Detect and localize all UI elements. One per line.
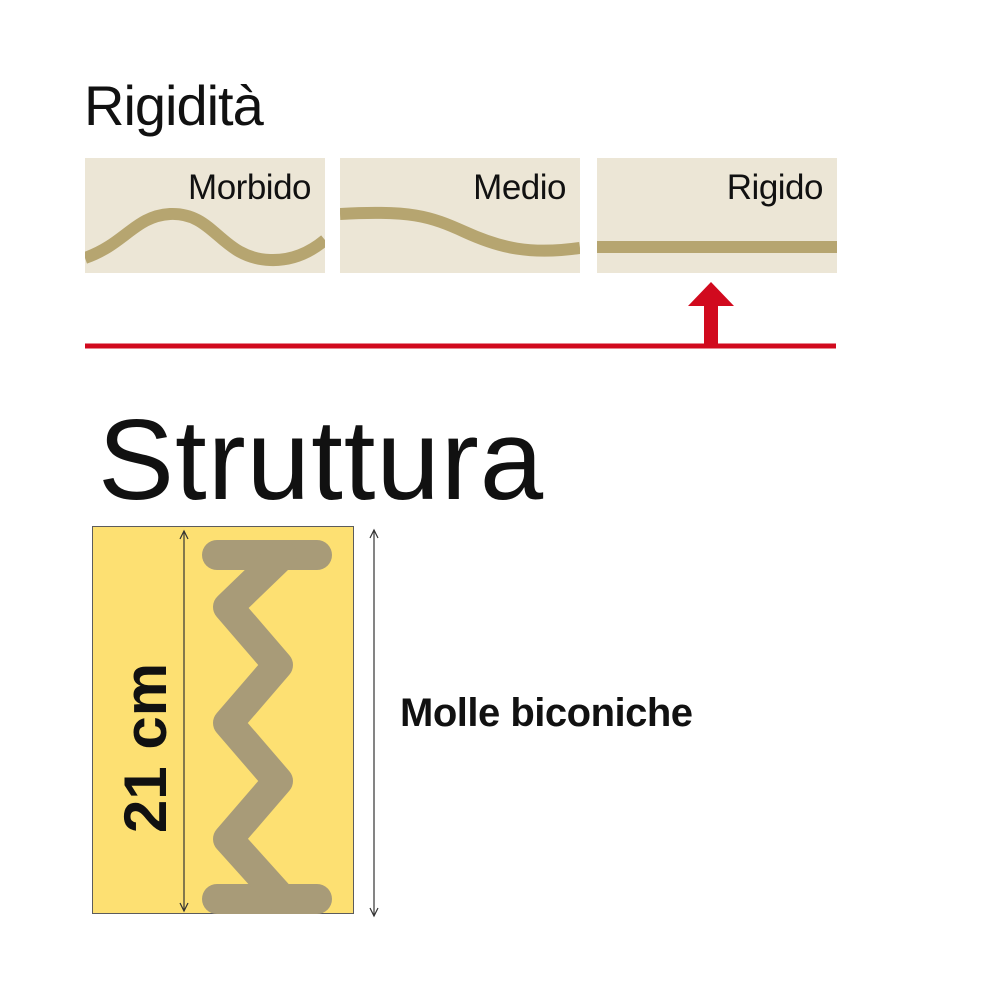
soft-curve xyxy=(85,207,325,267)
rigidity-panel-soft: Morbido xyxy=(85,158,325,273)
mattress-height-label: 21 cm xyxy=(112,662,179,834)
rigidity-scale xyxy=(85,282,836,349)
firm-line xyxy=(597,241,837,253)
medium-curve xyxy=(340,206,580,257)
rigidity-title: Rigidità xyxy=(84,74,264,137)
height-dimension-line xyxy=(369,528,379,918)
rigidity-label-medium: Medio xyxy=(473,168,566,207)
rigidity-panel-firm: Rigido xyxy=(597,158,837,273)
rigidity-label-firm: Rigido xyxy=(726,168,824,207)
spring-type-label: Molle biconiche xyxy=(400,691,693,735)
rigidity-indicator-arrow-icon xyxy=(688,282,734,346)
structure-block xyxy=(92,526,354,914)
rigidity-panel-medium: Medio xyxy=(340,158,580,273)
structure-title: Struttura xyxy=(98,397,545,524)
biconical-spring-icon xyxy=(179,529,332,914)
rigidity-label-soft: Morbido xyxy=(188,168,311,207)
